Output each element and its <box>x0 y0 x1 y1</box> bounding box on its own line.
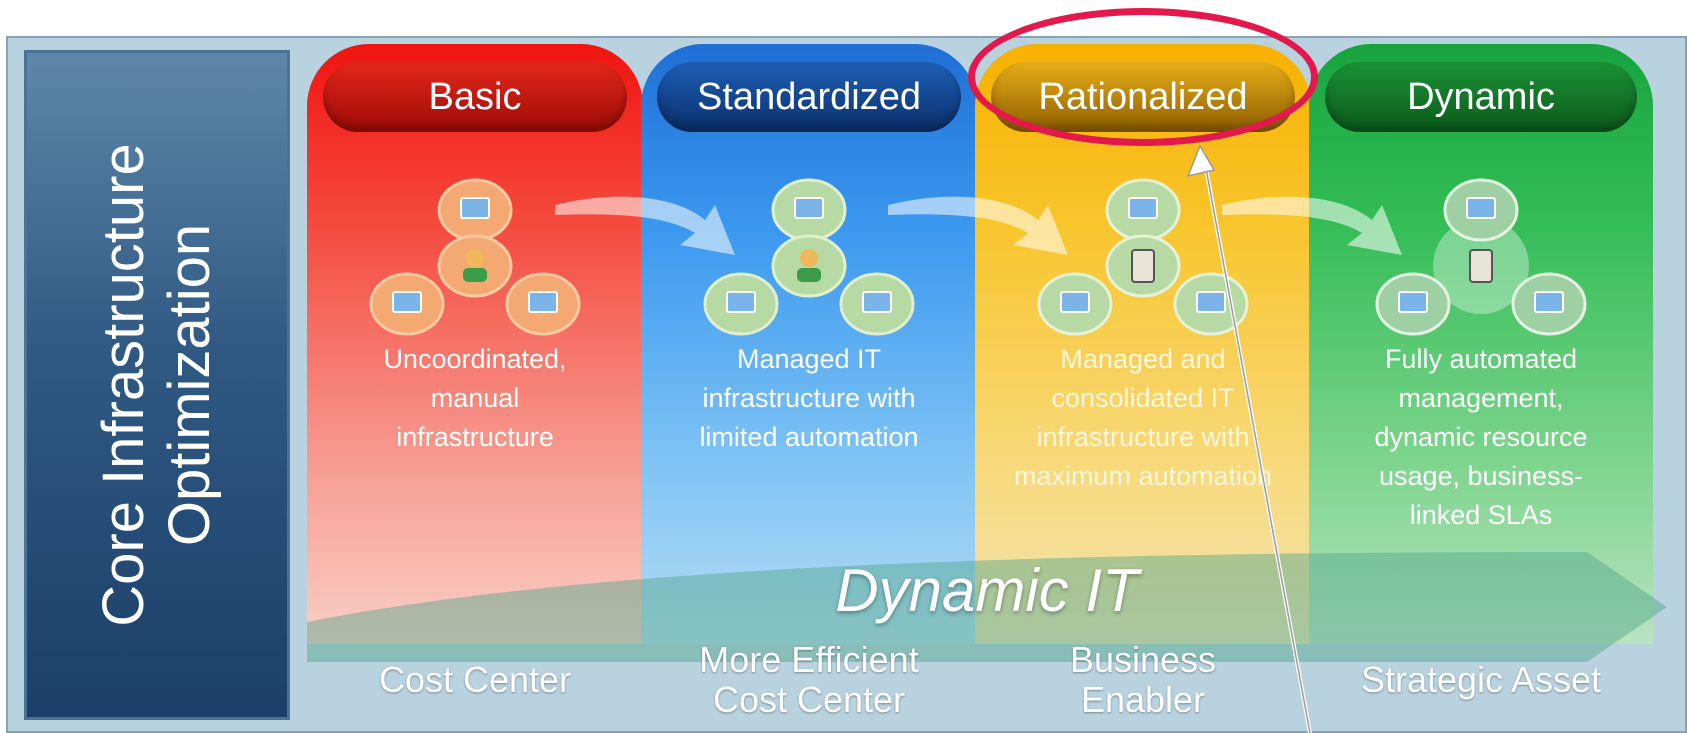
value-label-basic: Cost Center <box>378 659 572 700</box>
band-title: Dynamic IT <box>835 557 1139 624</box>
column-basic-description: Uncoordinated, manual infrastructure <box>383 344 567 452</box>
value-label-rationalized: Business Enabler <box>1069 639 1217 720</box>
network-icon-server <box>1371 174 1591 344</box>
column-standardized: Standardized Managed IT infrastructure w… <box>641 44 977 644</box>
column-standardized-description: Managed IT infrastructure with limited a… <box>699 344 919 452</box>
flow-arrow-icon <box>1222 196 1402 255</box>
sidebar-panel: Core Infrastructure Optimization <box>24 50 290 720</box>
column-dynamic-header: Dynamic <box>1325 62 1637 132</box>
column-dynamic: Dynamic Fully automated management, dyna… <box>1309 44 1653 644</box>
network-icon-server <box>1033 174 1253 344</box>
column-dynamic-description: Fully automated management, dynamic reso… <box>1374 344 1588 530</box>
column-standardized-header: Standardized <box>657 62 961 132</box>
column-basic: Basic Uncoordinated, manual infrastructu… <box>307 44 643 644</box>
value-label-dynamic: Strategic Asset <box>1360 659 1602 700</box>
flow-arrow-icon <box>555 196 735 255</box>
network-icon-people <box>365 174 585 344</box>
flow-arrow-icon <box>888 196 1068 255</box>
dynamic-it-arrow-band <box>307 552 1667 662</box>
value-label-standardized: More Efficient Cost Center <box>699 639 919 720</box>
column-basic-header: Basic <box>323 62 627 132</box>
network-icon-people <box>699 174 919 344</box>
column-rationalized-description: Managed and consolidated IT infrastructu… <box>1013 344 1273 491</box>
highlight-ellipse <box>968 8 1318 146</box>
